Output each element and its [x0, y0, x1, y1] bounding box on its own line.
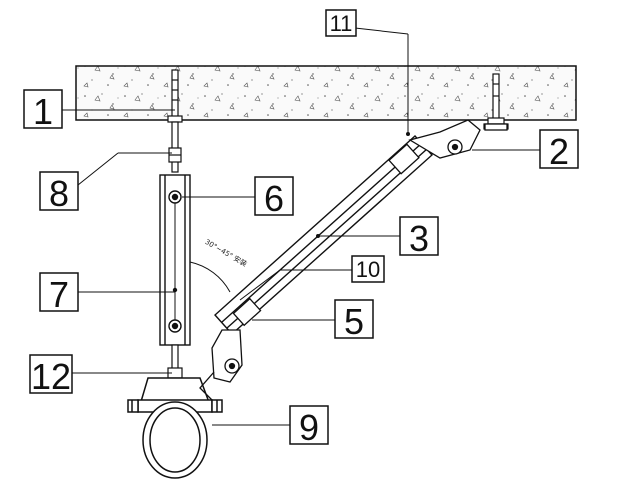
hanger-rod-upper: [168, 121, 182, 173]
svg-text:12: 12: [31, 356, 71, 397]
concrete-slab: [75, 65, 577, 121]
svg-text:3: 3: [409, 218, 429, 259]
svg-text:6: 6: [264, 178, 284, 219]
svg-text:7: 7: [49, 274, 69, 315]
callout-9: 9: [289, 405, 329, 448]
svg-text:10: 10: [356, 257, 380, 282]
callout-1: 1: [23, 89, 63, 132]
callout-2: 2: [539, 129, 579, 172]
callout-5: 5: [334, 299, 374, 342]
upper-brace-fitting: [388, 119, 508, 175]
svg-text:8: 8: [49, 173, 69, 214]
callout-7: 7: [39, 272, 79, 315]
callout-8: 8: [39, 171, 79, 214]
callout-10: 10: [351, 255, 385, 283]
callout-12: 12: [29, 354, 73, 397]
angle-indicator: 30°~45° 安装: [189, 237, 249, 293]
pipe-clamp: [127, 377, 223, 479]
leader-lines: [62, 27, 540, 426]
svg-text:9: 9: [299, 407, 319, 448]
svg-text:2: 2: [549, 131, 569, 172]
svg-text:11: 11: [330, 11, 353, 36]
callout-11: 11: [325, 9, 357, 37]
svg-text:1: 1: [33, 91, 53, 132]
vertical-channel: [159, 174, 191, 346]
diagonal-brace: [214, 135, 433, 335]
lower-brace-fitting: [199, 297, 262, 401]
angle-note: 30°~45° 安装: [204, 237, 249, 268]
callout-6: 6: [254, 176, 294, 219]
callout-3: 3: [399, 216, 439, 259]
svg-text:5: 5: [344, 301, 364, 342]
